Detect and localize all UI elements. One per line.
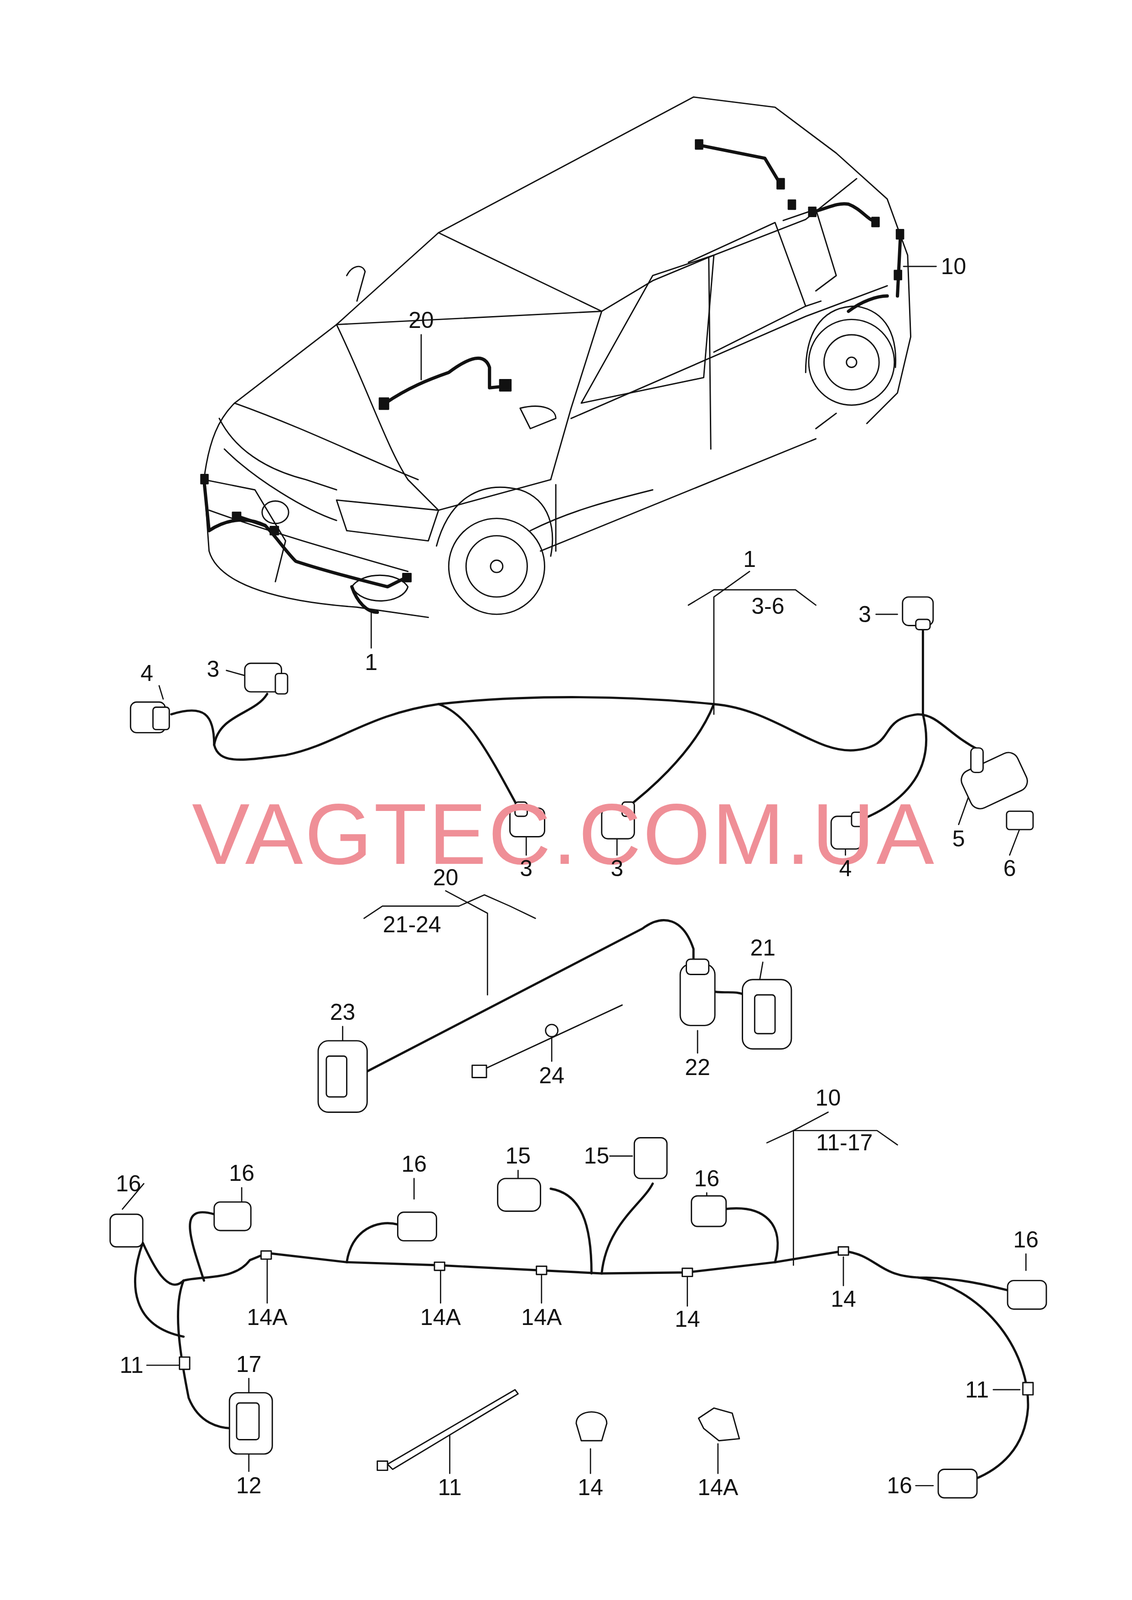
callout-number: 10 bbox=[815, 1085, 842, 1109]
callout-number: 3-6 bbox=[751, 594, 785, 618]
callout-number: 14A bbox=[247, 1305, 288, 1329]
callout-number: 24 bbox=[538, 1063, 565, 1087]
callout-number: 14 bbox=[577, 1475, 604, 1499]
callout-number: 16 bbox=[886, 1473, 913, 1497]
callout-number: 11 bbox=[965, 1377, 989, 1401]
callout-number: 4 bbox=[839, 856, 853, 880]
callout-number: 15 bbox=[505, 1143, 532, 1167]
callout-number: 21-24 bbox=[382, 912, 442, 936]
callout-number: 11 bbox=[438, 1475, 462, 1499]
callout-number: 3 bbox=[206, 657, 220, 681]
callout-number: 1 bbox=[364, 650, 378, 674]
harness-connectors-on-car bbox=[201, 139, 904, 582]
callout-number: 11-17 bbox=[816, 1130, 873, 1154]
callout-number: 16 bbox=[1013, 1227, 1039, 1251]
callout-number: 3 bbox=[610, 856, 624, 880]
car-outline bbox=[203, 97, 911, 618]
callout-number: 22 bbox=[684, 1055, 711, 1079]
callout-number: 3 bbox=[519, 856, 533, 880]
callout-number: 16 bbox=[115, 1171, 142, 1195]
callout-number: 23 bbox=[330, 1000, 356, 1024]
callout-number: 15 bbox=[584, 1143, 610, 1167]
callout-number: 21 bbox=[749, 935, 776, 959]
watermark: VAGTEC.COM.UA bbox=[191, 790, 936, 877]
callout-number: 20 bbox=[408, 308, 435, 332]
callout-number: 11 bbox=[119, 1353, 144, 1376]
callout-number: 14 bbox=[830, 1287, 857, 1310]
callout-number: 12 bbox=[236, 1473, 262, 1497]
callout-number: 14A bbox=[697, 1475, 739, 1499]
harness-10 bbox=[110, 1137, 1047, 1498]
callout-number: 16 bbox=[693, 1166, 720, 1190]
harness-on-car bbox=[203, 144, 901, 613]
callout-number: 14 bbox=[674, 1307, 701, 1330]
callout-number: 20 bbox=[433, 865, 459, 889]
callout-number: 14A bbox=[521, 1305, 562, 1329]
leader-line bbox=[122, 266, 1026, 1485]
callout-number: 4 bbox=[140, 661, 154, 685]
callout-number: 16 bbox=[228, 1161, 255, 1184]
callout-number: 14A bbox=[420, 1305, 461, 1329]
callout-number: 3 bbox=[858, 602, 872, 626]
callout-number: 1 bbox=[743, 547, 756, 571]
callout-number: 10 bbox=[940, 254, 967, 278]
callout-number: 16 bbox=[401, 1152, 427, 1175]
callout-number: 6 bbox=[1003, 856, 1017, 880]
callout-number: 17 bbox=[236, 1352, 262, 1375]
harness-20 bbox=[318, 920, 792, 1112]
callout-number: 5 bbox=[952, 827, 966, 850]
